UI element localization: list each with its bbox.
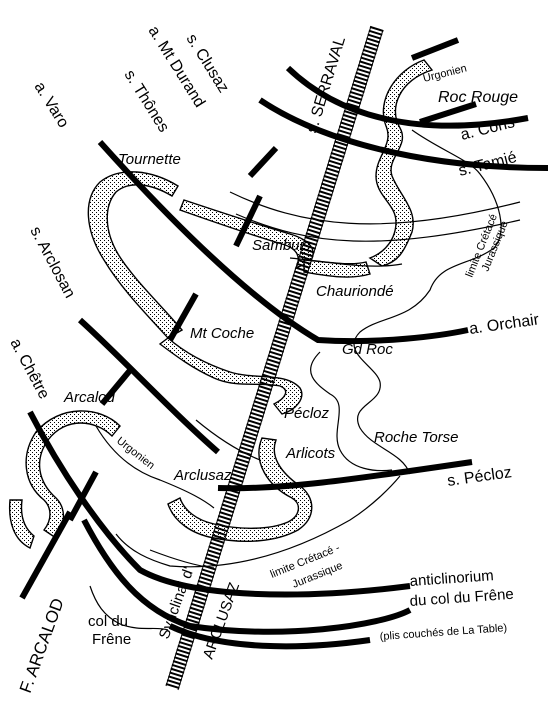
axis-a-varo: [97, 139, 469, 345]
label-arclusaz: Arclusaz: [173, 467, 232, 484]
axis-cross-5: [67, 470, 99, 522]
urgonien-band-arcalod: [25, 410, 121, 539]
label-sambuis: Sambuis: [252, 237, 311, 254]
label-mt-coche: Mt Coche: [190, 325, 254, 342]
urgonien-band-frene: [8, 499, 35, 549]
label-gd-roc: Gd Roc: [342, 341, 393, 358]
label-urgonien-mid: Urgonien: [114, 435, 157, 472]
label-frene: Frêne: [92, 631, 131, 648]
label-chauriondé: Chauriondé: [316, 283, 394, 300]
label-a-orchair: a. Orchair: [468, 311, 541, 338]
axis-s-clusaz: [285, 65, 529, 129]
label-a-chetre: a. Chêtre: [6, 336, 52, 402]
axis-cross-1: [247, 145, 279, 179]
label-f-arcalod: F. ARCALOD: [16, 596, 68, 696]
label-s-thones: s. Thônes: [121, 67, 172, 135]
label-s-tamie: s. Tamié: [457, 149, 519, 180]
label-tournette: Tournette: [118, 151, 181, 168]
axis-f-arcalod: [19, 510, 73, 600]
label-s-pecloz: s. Pécloz: [446, 464, 513, 490]
label-arlicots: Arlicots: [285, 445, 336, 462]
label-anticlinorium-1: anticlinorium: [409, 567, 494, 590]
axis-s-arclosan: [77, 317, 220, 455]
label-roc-rouge: Roc Rouge: [438, 89, 518, 106]
label-pecloz: Pécloz: [284, 405, 330, 422]
label-anticlinorium-2: du col du Frêne: [409, 586, 514, 610]
label-a-varo: a. Varo: [31, 79, 72, 131]
label-roche-torse: Roche Torse: [374, 429, 459, 446]
urgonien-bands: [8, 59, 434, 549]
label-col-du: col du: [88, 613, 128, 630]
label-a-cons: a. Cons: [459, 114, 517, 144]
axis-cross-4: [99, 366, 135, 406]
urgonien-band-arlicots: [167, 437, 313, 542]
axis-cross-2: [233, 194, 263, 248]
axis-a-mt-durand: [258, 97, 549, 171]
fold-axes: [19, 37, 549, 650]
axis-frene: [81, 518, 412, 635]
axis-cross-3: [167, 292, 199, 342]
axis-short-2: [419, 101, 477, 125]
urgonien-band-north: [368, 59, 434, 267]
axis-arclusaz-south: [217, 459, 473, 492]
axis-a-chetre: [27, 410, 411, 598]
urgonien-band-mt-coche: [158, 337, 303, 415]
urgonien-band-tournette: [87, 171, 184, 339]
label-anticlinorium-3: (plis couchés de La Table): [379, 622, 507, 643]
label-s-arclosan: s. Arclosan: [26, 224, 78, 301]
urgonien-band-chauriondé: [303, 259, 371, 278]
axis-frene-bottom: [168, 623, 371, 650]
label-arcalod: Arcalod: [63, 389, 116, 406]
axis-short-1: [410, 37, 460, 61]
thin-lines: [89, 129, 521, 631]
